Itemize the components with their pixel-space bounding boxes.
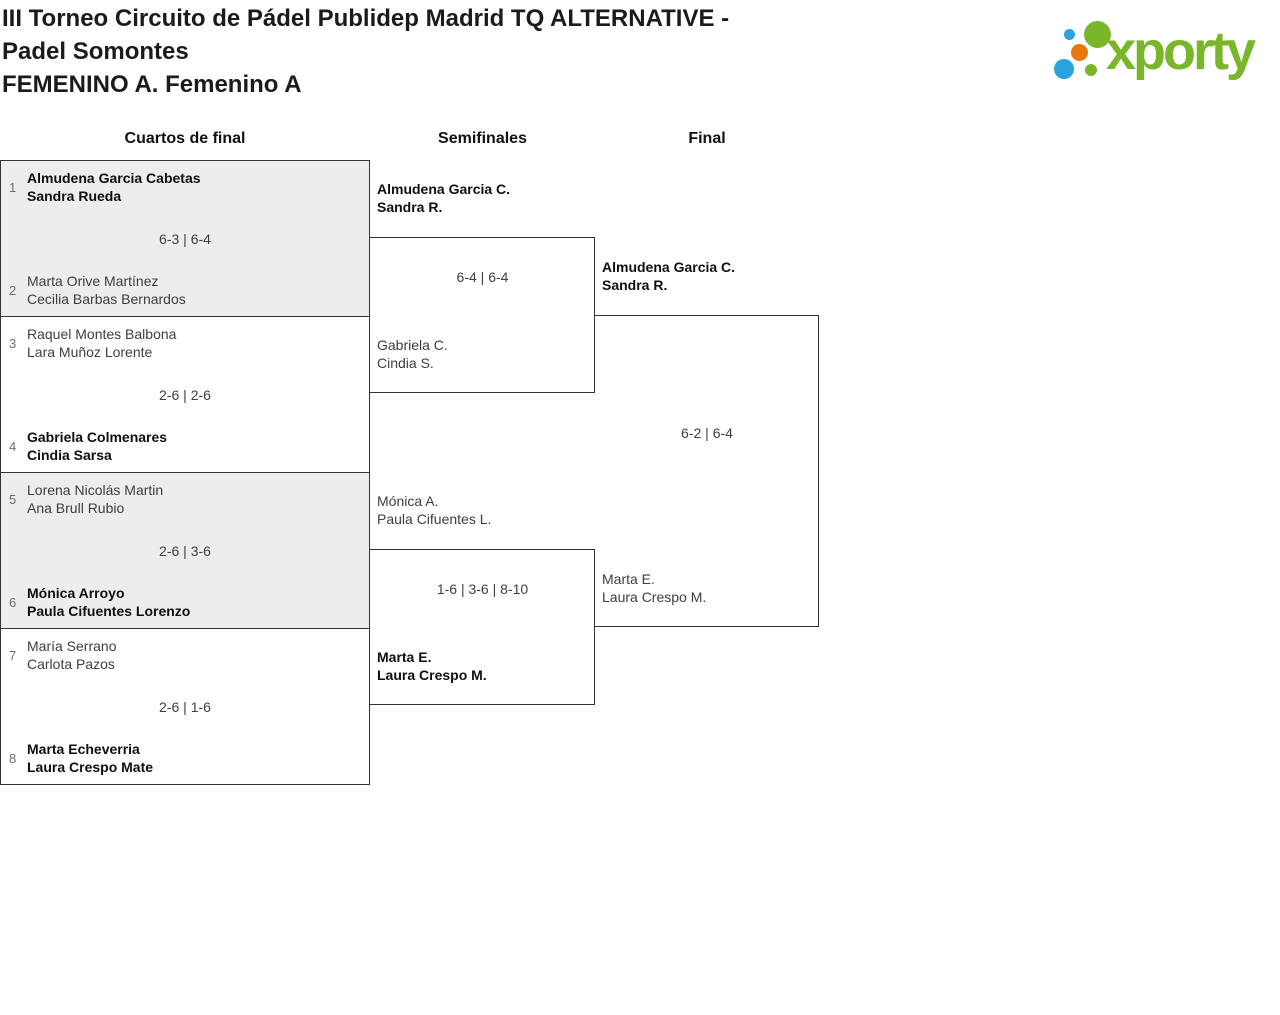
team-names: Marta E. Laura Crespo M. bbox=[602, 570, 706, 606]
match-score: 6-4 | 6-4 bbox=[456, 269, 509, 285]
team-names: Mónica A. Paula Cifuentes L. bbox=[377, 492, 491, 528]
player-name: Sandra R. bbox=[602, 277, 668, 293]
seed-number: 1 bbox=[9, 179, 17, 195]
player-name: Laura Crespo Mate bbox=[27, 759, 154, 775]
round-header-quarterfinals: Cuartos de final bbox=[124, 130, 246, 147]
player-name: Marta E. bbox=[377, 649, 432, 665]
xporty-logo: xporty bbox=[1050, 14, 1278, 90]
player-name: Mónica A. bbox=[377, 493, 439, 509]
team-names: Gabriela C. Cindia S. bbox=[377, 336, 448, 372]
player-name: Cindia Sarsa bbox=[27, 447, 112, 463]
player-name: Laura Crespo M. bbox=[602, 589, 707, 605]
player-name: María Serrano bbox=[27, 638, 117, 654]
player-name: Almudena Garcia C. bbox=[602, 259, 736, 275]
player-name: Sandra Rueda bbox=[27, 188, 122, 204]
seed-number: 6 bbox=[9, 594, 17, 610]
logo-dot-blue-big-icon bbox=[1054, 59, 1074, 79]
team-names: Marta Orive Martínez Cecilia Barbas Bern… bbox=[27, 272, 186, 308]
logo-wordmark: xporty bbox=[1106, 21, 1256, 81]
semifinal-match-2-box bbox=[370, 549, 595, 705]
quarterfinals-column: 1 Almudena Garcia Cabetas Sandra Rueda 6… bbox=[0, 160, 370, 785]
logo-dot-orange-icon bbox=[1071, 44, 1088, 61]
team-entry: 3 Raquel Montes Balbona Lara Muñoz Loren… bbox=[9, 325, 363, 361]
team-entry: 6 Mónica Arroyo Paula Cifuentes Lorenzo bbox=[9, 584, 363, 620]
tournament-title: III Torneo Circuito de Pádel Publidep Ma… bbox=[2, 2, 902, 101]
match-score: 2-6 | 1-6 bbox=[159, 699, 211, 715]
player-name: Sandra R. bbox=[377, 199, 443, 215]
final-match-box bbox=[595, 315, 819, 627]
player-name: Marta Orive Martínez bbox=[27, 273, 159, 289]
player-name: Mónica Arroyo bbox=[27, 585, 125, 601]
player-name: Gabriela C. bbox=[377, 337, 448, 353]
logo-dot-green-small-icon bbox=[1085, 64, 1097, 76]
player-name: Paula Cifuentes L. bbox=[377, 511, 492, 527]
team-entry: 1 Almudena Garcia Cabetas Sandra Rueda bbox=[9, 169, 363, 205]
category-title: FEMENINO A. Femenino A bbox=[2, 71, 302, 98]
match-score: 1-6 | 3-6 | 8-10 bbox=[436, 581, 529, 597]
seed-number: 2 bbox=[9, 282, 17, 298]
player-name: Lorena Nicolás Martin bbox=[27, 482, 164, 498]
title-line-2: Padel Somontes bbox=[2, 38, 189, 65]
semifinal-match-1-box bbox=[370, 237, 595, 393]
round-header-final: Final bbox=[688, 130, 726, 147]
player-name: Lara Muñoz Lorente bbox=[27, 344, 153, 360]
seed-number: 4 bbox=[9, 438, 17, 454]
player-name: Cindia S. bbox=[377, 355, 434, 371]
player-name: Raquel Montes Balbona bbox=[27, 326, 177, 342]
team-names: Almudena Garcia C. Sandra R. bbox=[377, 180, 510, 216]
team-entry: 4 Gabriela Colmenares Cindia Sarsa bbox=[9, 428, 363, 464]
round-header-semifinals: Semifinales bbox=[438, 130, 527, 147]
player-name: Paula Cifuentes Lorenzo bbox=[27, 603, 191, 619]
team-names: Almudena Garcia Cabetas Sandra Rueda bbox=[27, 169, 201, 205]
player-name: Almudena Garcia Cabetas bbox=[27, 170, 201, 186]
logo-dot-green-big-icon bbox=[1084, 21, 1111, 48]
team-entry: 8 Marta Echeverria Laura Crespo Mate bbox=[9, 740, 363, 776]
quarterfinal-match-4: 7 María Serrano Carlota Pazos 2-6 | 1-6 … bbox=[0, 628, 370, 785]
team-names: Almudena Garcia C. Sandra R. bbox=[602, 258, 735, 294]
team-names: Marta E. Laura Crespo M. bbox=[377, 648, 487, 684]
player-name: Laura Crespo M. bbox=[377, 667, 487, 683]
player-name: Ana Brull Rubio bbox=[27, 500, 125, 516]
match-score: 2-6 | 2-6 bbox=[159, 387, 211, 403]
team-names: María Serrano Carlota Pazos bbox=[27, 637, 116, 673]
quarterfinal-match-2: 3 Raquel Montes Balbona Lara Muñoz Loren… bbox=[0, 316, 370, 473]
match-score: 2-6 | 3-6 bbox=[159, 543, 211, 559]
title-line-1: III Torneo Circuito de Pádel Publidep Ma… bbox=[2, 5, 730, 32]
seed-number: 8 bbox=[9, 750, 17, 766]
seed-number: 7 bbox=[9, 647, 17, 663]
player-name: Gabriela Colmenares bbox=[27, 429, 168, 445]
team-entry: 2 Marta Orive Martínez Cecilia Barbas Be… bbox=[9, 272, 363, 308]
team-entry: 5 Lorena Nicolás Martin Ana Brull Rubio bbox=[9, 481, 363, 517]
player-name: Marta Echeverria bbox=[27, 741, 140, 757]
team-entry: 7 María Serrano Carlota Pazos bbox=[9, 637, 363, 673]
seed-number: 3 bbox=[9, 335, 17, 351]
quarterfinal-match-3: 5 Lorena Nicolás Martin Ana Brull Rubio … bbox=[0, 472, 370, 629]
player-name: Almudena Garcia C. bbox=[377, 181, 511, 197]
team-names: Raquel Montes Balbona Lara Muñoz Lorente bbox=[27, 325, 176, 361]
match-score: 6-2 | 6-4 bbox=[681, 425, 733, 441]
player-name: Cecilia Barbas Bernardos bbox=[27, 291, 186, 307]
quarterfinal-match-1: 1 Almudena Garcia Cabetas Sandra Rueda 6… bbox=[0, 160, 370, 317]
team-names: Marta Echeverria Laura Crespo Mate bbox=[27, 740, 153, 776]
team-names: Lorena Nicolás Martin Ana Brull Rubio bbox=[27, 481, 163, 517]
logo-dot-blue-small-icon bbox=[1064, 29, 1075, 40]
player-name: Marta E. bbox=[602, 571, 655, 587]
match-score: 6-3 | 6-4 bbox=[159, 231, 211, 247]
team-names: Gabriela Colmenares Cindia Sarsa bbox=[27, 428, 167, 464]
team-names: Mónica Arroyo Paula Cifuentes Lorenzo bbox=[27, 584, 190, 620]
player-name: Carlota Pazos bbox=[27, 656, 115, 672]
seed-number: 5 bbox=[9, 491, 17, 507]
